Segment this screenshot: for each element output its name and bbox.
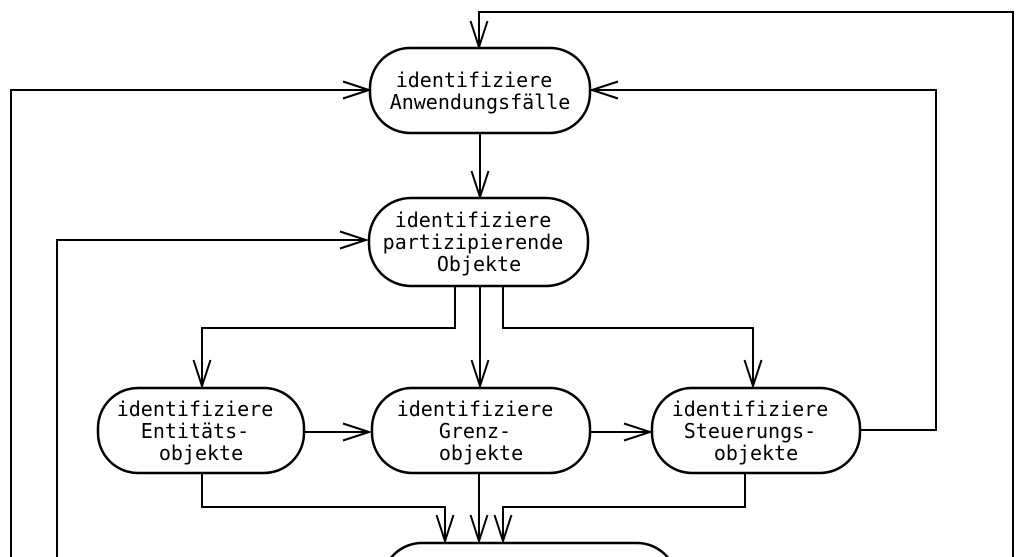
edge-control-to-use-cases-arrowhead <box>588 80 619 100</box>
edge-boundary-to-control-arrowhead <box>623 422 654 442</box>
node-control-line2: Steuerungs- <box>684 419 816 443</box>
node-entity-objects: identifiziere Entitäts- objekte <box>96 386 306 475</box>
edge-entity-to-boundary-arrowhead <box>342 422 373 442</box>
node-control-objects: identifiziere Steuerungs- objekte <box>650 386 862 475</box>
node-bottom-partial-shape <box>389 541 670 557</box>
node-entity-objects-shape <box>96 386 306 475</box>
node-use-cases: identifiziere Anwendungsfälle <box>368 46 592 135</box>
edge-feedback-outer-left-to-use-cases <box>10 80 373 557</box>
edge-entity-to-bottom-line <box>201 473 446 541</box>
edge-participating-to-boundary-objects <box>470 286 490 390</box>
edge-participating-to-entity-arrowhead <box>192 359 212 390</box>
node-bottom-partial <box>389 541 670 557</box>
edge-feedback-left-arrowhead <box>339 230 370 250</box>
edge-use-cases-to-participating-objects <box>470 133 490 201</box>
node-entity-line3: objekte <box>159 441 243 465</box>
node-control-objects-shape <box>650 386 862 475</box>
node-participating-objects-label: identifiziere partizipierende Objekte <box>383 208 576 276</box>
node-use-cases-line1: identifiziere <box>396 68 553 92</box>
edge-feedback-left-to-participating-objects <box>56 230 370 557</box>
node-participating-objects: identifiziere partizipierende Objekte <box>367 196 590 288</box>
edge-feedback-outer-left-line <box>10 89 369 557</box>
edge-participating-to-boundary-arrowhead <box>470 359 490 390</box>
node-boundary-line3: objekte <box>439 441 523 465</box>
node-entity-objects-label: identifiziere Entitäts- objekte <box>117 397 286 465</box>
edge-participating-to-entity-objects <box>192 286 456 390</box>
edge-feedback-left-line <box>56 239 366 557</box>
node-boundary-objects-shape <box>370 386 592 475</box>
node-boundary-line2: Grenz- <box>439 419 511 443</box>
node-participating-line2: partizipierende <box>383 230 564 254</box>
edge-boundary-to-control-objects <box>590 422 654 442</box>
node-participating-objects-shape <box>367 196 590 288</box>
node-boundary-objects: identifiziere Grenz- objekte <box>370 386 592 475</box>
node-control-line1: identifiziere <box>672 397 829 421</box>
edge-participating-to-control-objects <box>502 286 763 390</box>
node-participating-line1: identifiziere <box>395 208 552 232</box>
edge-entity-to-bottom-node <box>201 473 455 545</box>
node-entity-line2: Entitäts- <box>141 419 249 443</box>
edge-control-objects-to-use-cases <box>588 80 937 431</box>
node-boundary-line1: identifiziere <box>397 397 554 421</box>
node-use-cases-line2: Anwendungsfälle <box>390 90 571 114</box>
edge-control-to-bottom-node <box>493 473 746 545</box>
edge-entity-to-bottom-arrowhead <box>435 514 455 545</box>
node-boundary-objects-label: identifiziere Grenz- objekte <box>397 397 566 465</box>
node-use-cases-shape <box>368 46 592 135</box>
node-use-cases-label: identifiziere Anwendungsfälle <box>390 68 571 114</box>
edge-boundary-to-bottom-node <box>469 473 489 545</box>
edge-control-to-use-cases-line <box>592 89 937 431</box>
edge-control-to-bottom-arrowhead <box>493 514 513 545</box>
node-participating-line3: Objekte <box>437 252 521 276</box>
edge-participating-to-control-line <box>502 286 754 386</box>
edge-participating-to-entity-line <box>201 286 456 386</box>
node-control-objects-label: identifiziere Steuerungs- objekte <box>672 397 841 465</box>
edge-feedback-top-line <box>478 11 1014 557</box>
edge-participating-to-control-arrowhead <box>743 359 763 390</box>
node-control-line3: objekte <box>714 441 798 465</box>
edge-entity-to-boundary-objects <box>304 422 373 442</box>
node-entity-line1: identifiziere <box>117 397 274 421</box>
edge-control-to-bottom-line <box>502 473 746 541</box>
edge-boundary-to-bottom-arrowhead <box>469 514 489 545</box>
